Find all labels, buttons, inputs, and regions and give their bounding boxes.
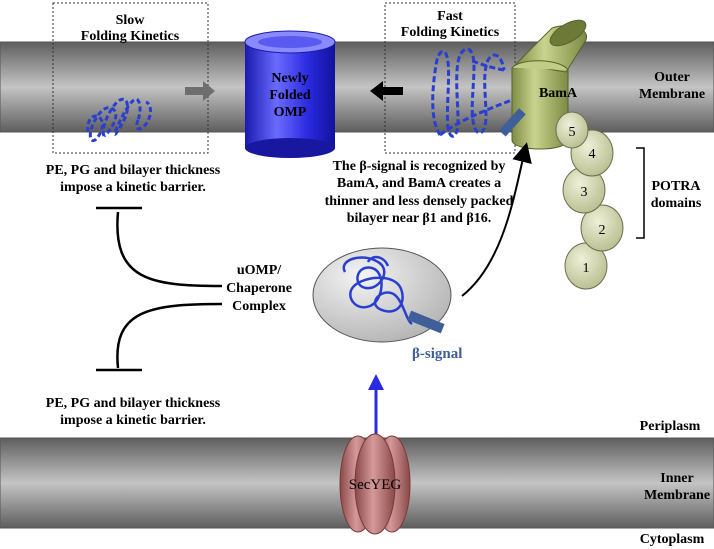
- black-arrow: [370, 81, 403, 101]
- fast-box-title-2: Folding Kinetics: [401, 25, 500, 40]
- curved-arrow-to-bama: [461, 142, 532, 297]
- outer-membrane: [0, 41, 714, 133]
- unfolded-chain-in-chaperone: [342, 255, 413, 326]
- bama-label: BamA: [539, 86, 578, 101]
- periplasm-label: Periplasm: [640, 419, 701, 434]
- potra-label-2: domains: [651, 196, 702, 211]
- barrier-bottom-line-1: PE, PG and bilayer thickness: [46, 396, 221, 411]
- barrier-top-line-2: impose a kinetic barrier.: [60, 180, 206, 195]
- potra-number-4: 4: [589, 147, 596, 162]
- blue-arrow-from-secyeg: [368, 374, 384, 434]
- beta-signal-bar-bama: [498, 108, 526, 137]
- beta-text-line-3: thinner and less densely packed: [325, 194, 514, 209]
- beta-text-line-1: The β-signal is recognized by: [333, 159, 506, 174]
- gray-arrow: [185, 81, 215, 101]
- barrier-top-line-1: PE, PG and bilayer thickness: [46, 163, 221, 178]
- inner-membrane-label-2: Membrane: [644, 488, 710, 503]
- fast-box-title-1: Fast: [437, 9, 463, 24]
- barrier-bottom-line-2: impose a kinetic barrier.: [60, 413, 206, 428]
- unfolded-omp-chain-fast: [431, 47, 513, 138]
- inner-membrane-label-1: Inner: [660, 471, 693, 486]
- unfolded-omp-chain-slow: [86, 97, 152, 143]
- chaperone-label-1: uOMP/: [237, 263, 282, 278]
- slow-box-title-2: Folding Kinetics: [81, 29, 180, 44]
- potra-domains: [555, 111, 624, 290]
- secyeg-label: SecYEG: [349, 477, 402, 493]
- omp-label-1: Newly: [271, 71, 308, 86]
- potra-number-2: 2: [599, 223, 606, 238]
- bama-barrel: [511, 19, 587, 150]
- beta-signal-label: β-signal: [412, 346, 462, 362]
- potra-number-5: 5: [569, 125, 576, 140]
- potra-label-1: POTRA: [652, 179, 702, 194]
- omp-label-3: OMP: [274, 105, 307, 120]
- potra-number-3: 3: [581, 185, 588, 200]
- inhibition-lines: [96, 206, 223, 372]
- chaperone-label-3: Complex: [232, 299, 286, 314]
- slow-kinetics-box: [52, 2, 209, 154]
- outer-membrane-label-2: Membrane: [639, 87, 705, 102]
- beta-signal-bar-chaperone: [407, 310, 445, 334]
- beta-text-line-2: BamA, and BamA creates a: [337, 176, 501, 191]
- secyeg-translocon: [339, 433, 411, 535]
- potra-bracket: [636, 147, 645, 239]
- cytoplasm-label: Cytoplasm: [640, 532, 705, 547]
- chaperone-label-2: Chaperone: [226, 281, 292, 296]
- folded-omp-barrel: [244, 30, 336, 158]
- outer-membrane-label-1: Outer: [654, 70, 690, 85]
- omp-label-2: Folded: [269, 88, 310, 103]
- slow-box-title-1: Slow: [116, 13, 146, 28]
- potra-number-1: 1: [583, 261, 590, 276]
- beta-text-line-4: bilayer near β1 and β16.: [347, 211, 492, 226]
